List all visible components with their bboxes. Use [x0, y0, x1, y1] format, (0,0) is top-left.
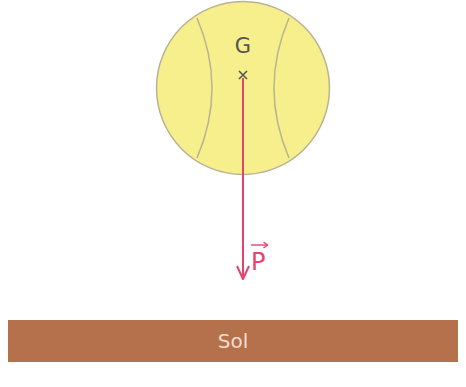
- point-name: G: [155, 34, 331, 58]
- ball-shape: [155, 0, 331, 176]
- vector-arrow: [251, 244, 267, 245]
- weight-arrow: [242, 78, 244, 276]
- tennis-ball: G: [155, 0, 331, 176]
- ground-band: Sol: [8, 320, 458, 362]
- force-label: P: [251, 250, 265, 274]
- ground-label: Sol: [218, 329, 249, 353]
- arrow-head: [237, 266, 249, 279]
- centre-mark: [239, 71, 247, 79]
- vector-arrow-head: [263, 242, 267, 248]
